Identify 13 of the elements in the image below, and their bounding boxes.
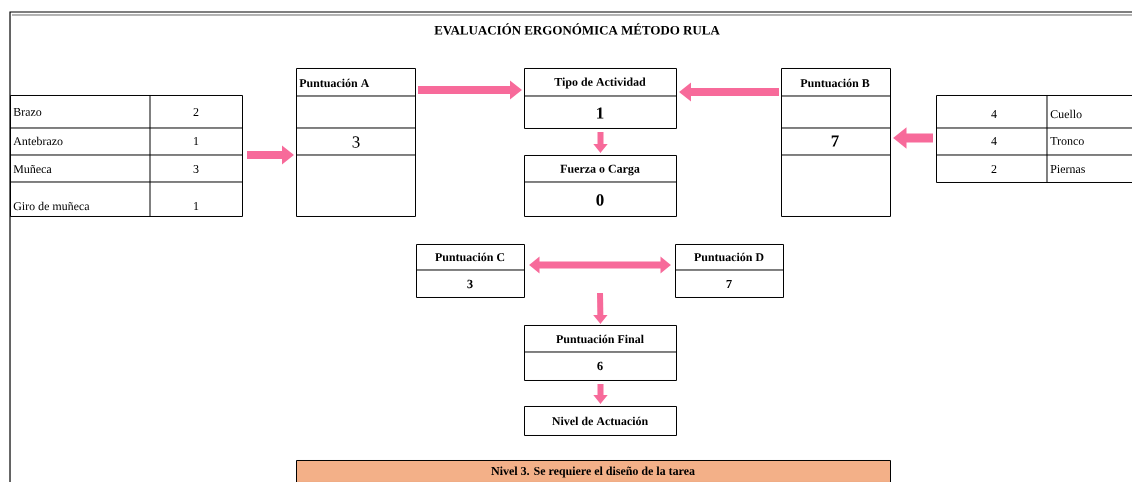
score-box: Puntuación D 7 bbox=[674, 244, 784, 298]
score-box: Puntuación C 3 bbox=[415, 244, 525, 298]
score-box: Tipo de Actividad 1 bbox=[523, 68, 677, 129]
result-box: Nivel de Actuación bbox=[524, 406, 677, 436]
score-table: 4 Cuello 4 Tronco 2 Piernas bbox=[935, 94, 1132, 183]
score-box: Puntuación B 7 bbox=[780, 68, 891, 217]
score-box: Fuerza o Carga 0 bbox=[523, 155, 677, 217]
double-arrow bbox=[529, 256, 671, 274]
title: EVALUACIÓN ERGONÓMICA MÉTODO RULA bbox=[434, 23, 720, 35]
score-box: Puntuación A 3 bbox=[295, 68, 416, 217]
result-band: Nivel 3. Se requiere el diseño de la tarea bbox=[296, 460, 891, 482]
score-table: Brazo 2 Antebrazo 1 Muñeca 3 Giro de muñeca 1 bbox=[9, 94, 243, 217]
score-box: Puntuación Final 6 bbox=[523, 325, 677, 381]
